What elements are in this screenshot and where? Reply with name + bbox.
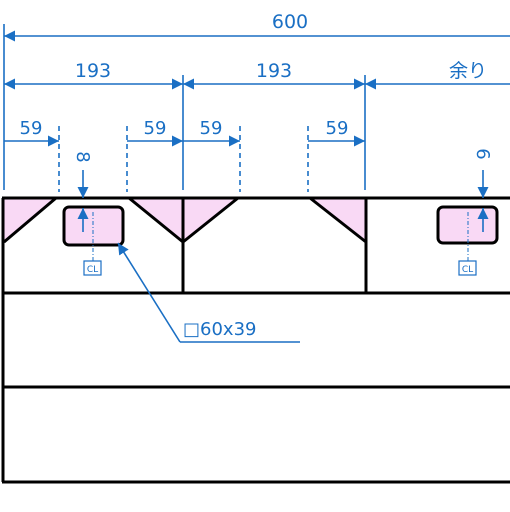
centerline-1: CL <box>83 212 102 276</box>
callout-leader <box>117 242 181 343</box>
dimension-segment-2-label: 193 <box>256 60 292 82</box>
dimension-segments: 193 193 余り <box>4 60 510 190</box>
dimension-segment-1-label: 193 <box>75 60 111 82</box>
opening-callout: □60x39 <box>117 242 300 343</box>
offset-2-label: 59 <box>144 118 167 139</box>
centerline-1-label: CL <box>87 265 98 275</box>
centerline-2-box <box>458 260 477 276</box>
dimension-total: 600 <box>3 11 510 190</box>
dimension-total-label: 600 <box>272 11 308 33</box>
offset-1-label: 59 <box>20 118 43 139</box>
vertical-dim-2-label: 6 <box>472 148 493 159</box>
centerline-2-label: CL <box>462 265 473 275</box>
board <box>1 196 510 484</box>
dimension-offsets: 59 59 59 59 <box>4 118 365 192</box>
notch-line-2 <box>128 196 239 244</box>
dimension-vertical-1: 8 <box>72 151 93 232</box>
offset-4-label: 59 <box>326 118 349 139</box>
notch-line-3 <box>309 196 367 244</box>
offset-3-label: 59 <box>200 118 223 139</box>
dimension-remainder-label: 余り <box>449 60 487 82</box>
centerline-2: CL <box>458 212 477 276</box>
callout-label: □60x39 <box>183 319 256 340</box>
dimension-vertical-2: 6 <box>472 148 493 232</box>
notch-line-1 <box>3 196 57 244</box>
centerline-1-box <box>83 260 102 276</box>
vertical-dim-1-label: 8 <box>72 151 93 162</box>
